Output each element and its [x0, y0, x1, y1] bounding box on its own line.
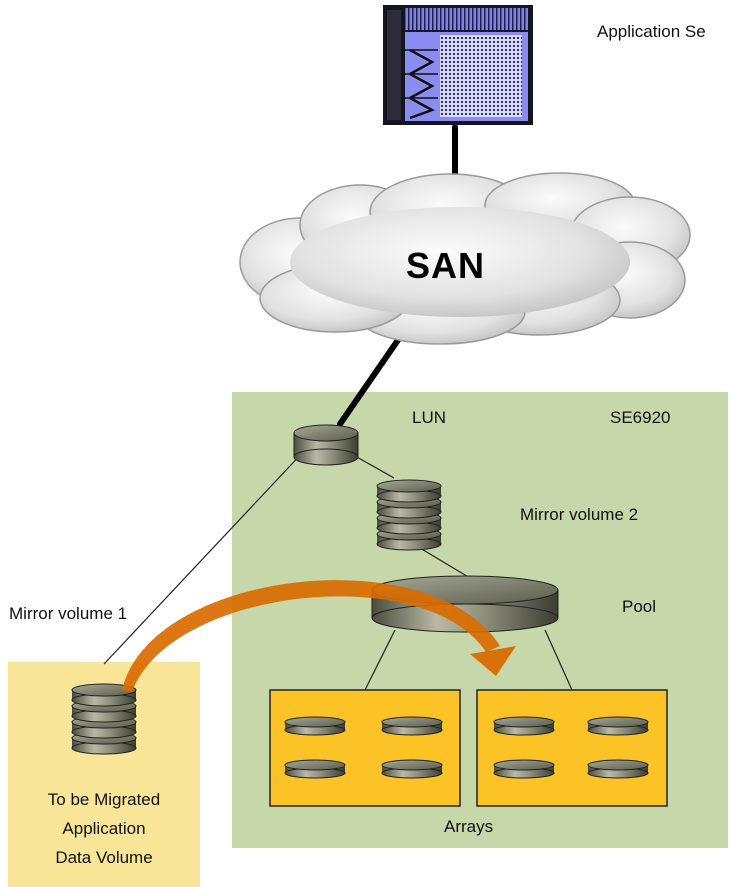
san-label: SAN: [406, 245, 485, 286]
se6920-label: SE6920: [610, 408, 671, 427]
array-2: [476, 689, 668, 807]
arrays-label: Arrays: [444, 817, 493, 836]
array-disks: [284, 716, 649, 779]
connector-lines: [103, 449, 573, 691]
pool-label: Pool: [622, 597, 656, 616]
mirror-volume-1-label: Mirror volume 1: [9, 604, 127, 623]
app-server-label: Application Se: [597, 22, 706, 41]
server-icon: [383, 5, 533, 125]
mirror-volume-1-stack: [71, 683, 137, 755]
mirror-volume-2-label: Mirror volume 2: [520, 505, 638, 524]
migration-arrow: [122, 580, 516, 692]
migrated-label-line-2: Application: [62, 819, 145, 838]
san-cloud-icon: [239, 172, 691, 345]
migrated-label-line-1: To be Migrated: [48, 790, 160, 809]
migrated-label-line-3: Data Volume: [55, 848, 152, 867]
lun-cylinder: [293, 424, 359, 466]
lun-label: LUN: [412, 408, 446, 427]
array-1: [269, 689, 461, 807]
mirror-volume-2-stack: [376, 479, 442, 551]
